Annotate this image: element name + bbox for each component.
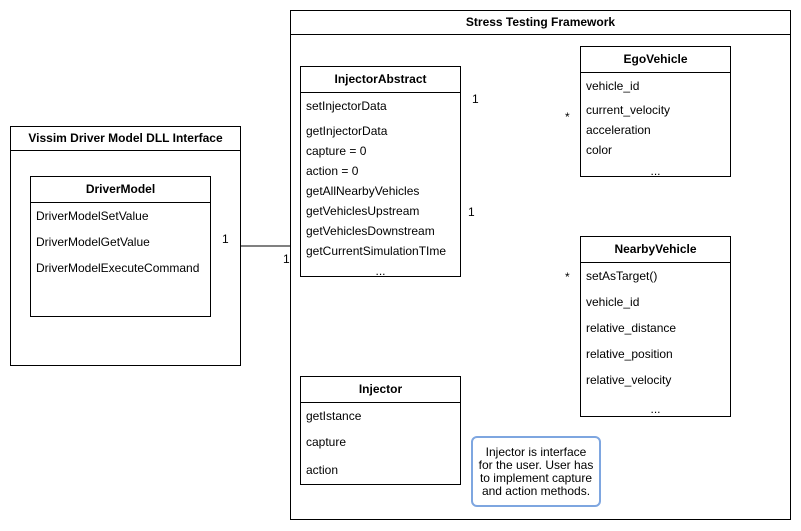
injector-abstract-class[interactable]: InjectorAbstract setInjectorData getInje… bbox=[300, 66, 461, 277]
injector-class[interactable]: Injector getIstance capture action bbox=[300, 376, 461, 485]
driver-model-class[interactable]: DriverModel DriverModelSetValue DriverMo… bbox=[30, 176, 211, 317]
multiplicity-driver-side: 1 bbox=[222, 232, 229, 246]
injector-abstract-member: capture = 0 bbox=[306, 144, 367, 158]
nearby-vehicle-member: relative_position bbox=[586, 347, 673, 361]
vissim-frame-title: Vissim Driver Model DLL Interface bbox=[11, 127, 240, 151]
multiplicity-ego-source: 1 bbox=[472, 92, 479, 106]
driver-model-member: DriverModelGetValue bbox=[36, 235, 150, 249]
ego-vehicle-member: current_velocity bbox=[586, 103, 671, 117]
driver-model-member: DriverModelSetValue bbox=[36, 209, 149, 223]
ego-vehicle-title: EgoVehicle bbox=[581, 47, 730, 73]
nearby-vehicle-member: setAsTarget() bbox=[586, 269, 658, 283]
interface-note[interactable]: Injector is interface for the user. User… bbox=[471, 436, 601, 507]
multiplicity-ego-target: * bbox=[565, 110, 570, 124]
injector-abstract-member: getAllNearbyVehicles bbox=[306, 184, 420, 198]
injector-abstract-member: setInjectorData bbox=[306, 99, 387, 113]
ego-vehicle-member: acceleration bbox=[586, 123, 651, 137]
injector-abstract-member: getVehiclesUpstream bbox=[306, 204, 420, 218]
driver-model-title: DriverModel bbox=[31, 177, 210, 203]
nearby-vehicle-member: relative_velocity bbox=[586, 373, 672, 387]
nearby-vehicle-class[interactable]: NearbyVehicle setAsTarget() vehicle_id r… bbox=[580, 236, 731, 417]
nearby-vehicle-member: relative_distance bbox=[586, 321, 677, 335]
injector-abstract-member: getVehiclesDownstream bbox=[306, 224, 435, 238]
ego-vehicle-ellipsis: ... bbox=[650, 164, 661, 178]
injector-abstract-member: getInjectorData bbox=[306, 124, 388, 138]
injector-title: Injector bbox=[301, 377, 460, 403]
nearby-vehicle-title: NearbyVehicle bbox=[581, 237, 730, 263]
ego-vehicle-class[interactable]: EgoVehicle vehicle_id current_velocity a… bbox=[580, 46, 731, 177]
injector-member: action bbox=[306, 463, 339, 477]
ego-vehicle-member: vehicle_id bbox=[586, 79, 640, 93]
interface-note-text: Injector is interface for the user. User… bbox=[478, 444, 594, 498]
injector-member: getIstance bbox=[306, 409, 362, 423]
multiplicity-nearby-source: 1 bbox=[468, 205, 475, 219]
nearby-vehicle-member: vehicle_id bbox=[586, 295, 640, 309]
stress-frame-title: Stress Testing Framework bbox=[291, 11, 790, 35]
injector-abstract-ellipsis: ... bbox=[375, 264, 386, 278]
multiplicity-nearby-target: * bbox=[565, 270, 570, 284]
injector-abstract-member: getCurrentSimulationTIme bbox=[306, 244, 447, 258]
injector-abstract-title: InjectorAbstract bbox=[301, 67, 460, 93]
injector-member: capture bbox=[306, 435, 347, 449]
injector-abstract-member: action = 0 bbox=[306, 164, 359, 178]
multiplicity-injector-side: 1 bbox=[283, 252, 290, 266]
ego-vehicle-member: color bbox=[586, 143, 613, 157]
driver-model-member: DriverModelExecuteCommand bbox=[36, 261, 200, 275]
nearby-vehicle-ellipsis: ... bbox=[650, 402, 661, 416]
